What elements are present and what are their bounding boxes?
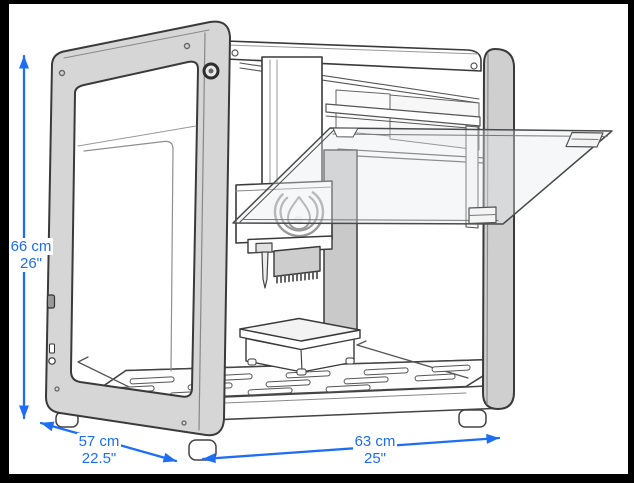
usb-port: [46, 294, 56, 309]
left-side-panel: [45, 20, 231, 437]
open-clear-door: [232, 125, 613, 229]
dust-brush: [273, 245, 321, 284]
machine-illustration: [19, 20, 613, 464]
depth-metric: 57 cm: [76, 433, 122, 450]
power-button: [202, 62, 220, 80]
window-pane: [83, 140, 174, 372]
drill-bit: [255, 242, 273, 289]
depth-label: 57 cm 22.5": [67, 433, 131, 467]
height-label: 66 cm 26": [1, 238, 61, 272]
depth-imperial: 22.5": [79, 450, 119, 467]
right-side-panel: [482, 48, 515, 410]
logo-badge: [273, 186, 325, 238]
height-metric: 66 cm: [8, 238, 54, 255]
top-rail: [225, 40, 482, 104]
interior-frame: [325, 89, 504, 165]
height-imperial: 26": [17, 255, 44, 272]
width-metric: 63 cm: [352, 433, 398, 450]
slotted-bed: [77, 340, 511, 422]
width-arrow: [201, 433, 501, 464]
jack-port: [48, 357, 56, 365]
door-notch: [332, 127, 359, 138]
width-label: 63 cm 25": [341, 433, 409, 467]
door-latch-tab: [565, 131, 604, 148]
width-imperial: 25": [361, 450, 388, 467]
sd-slot: [49, 343, 55, 354]
accessory-box: [239, 317, 361, 376]
